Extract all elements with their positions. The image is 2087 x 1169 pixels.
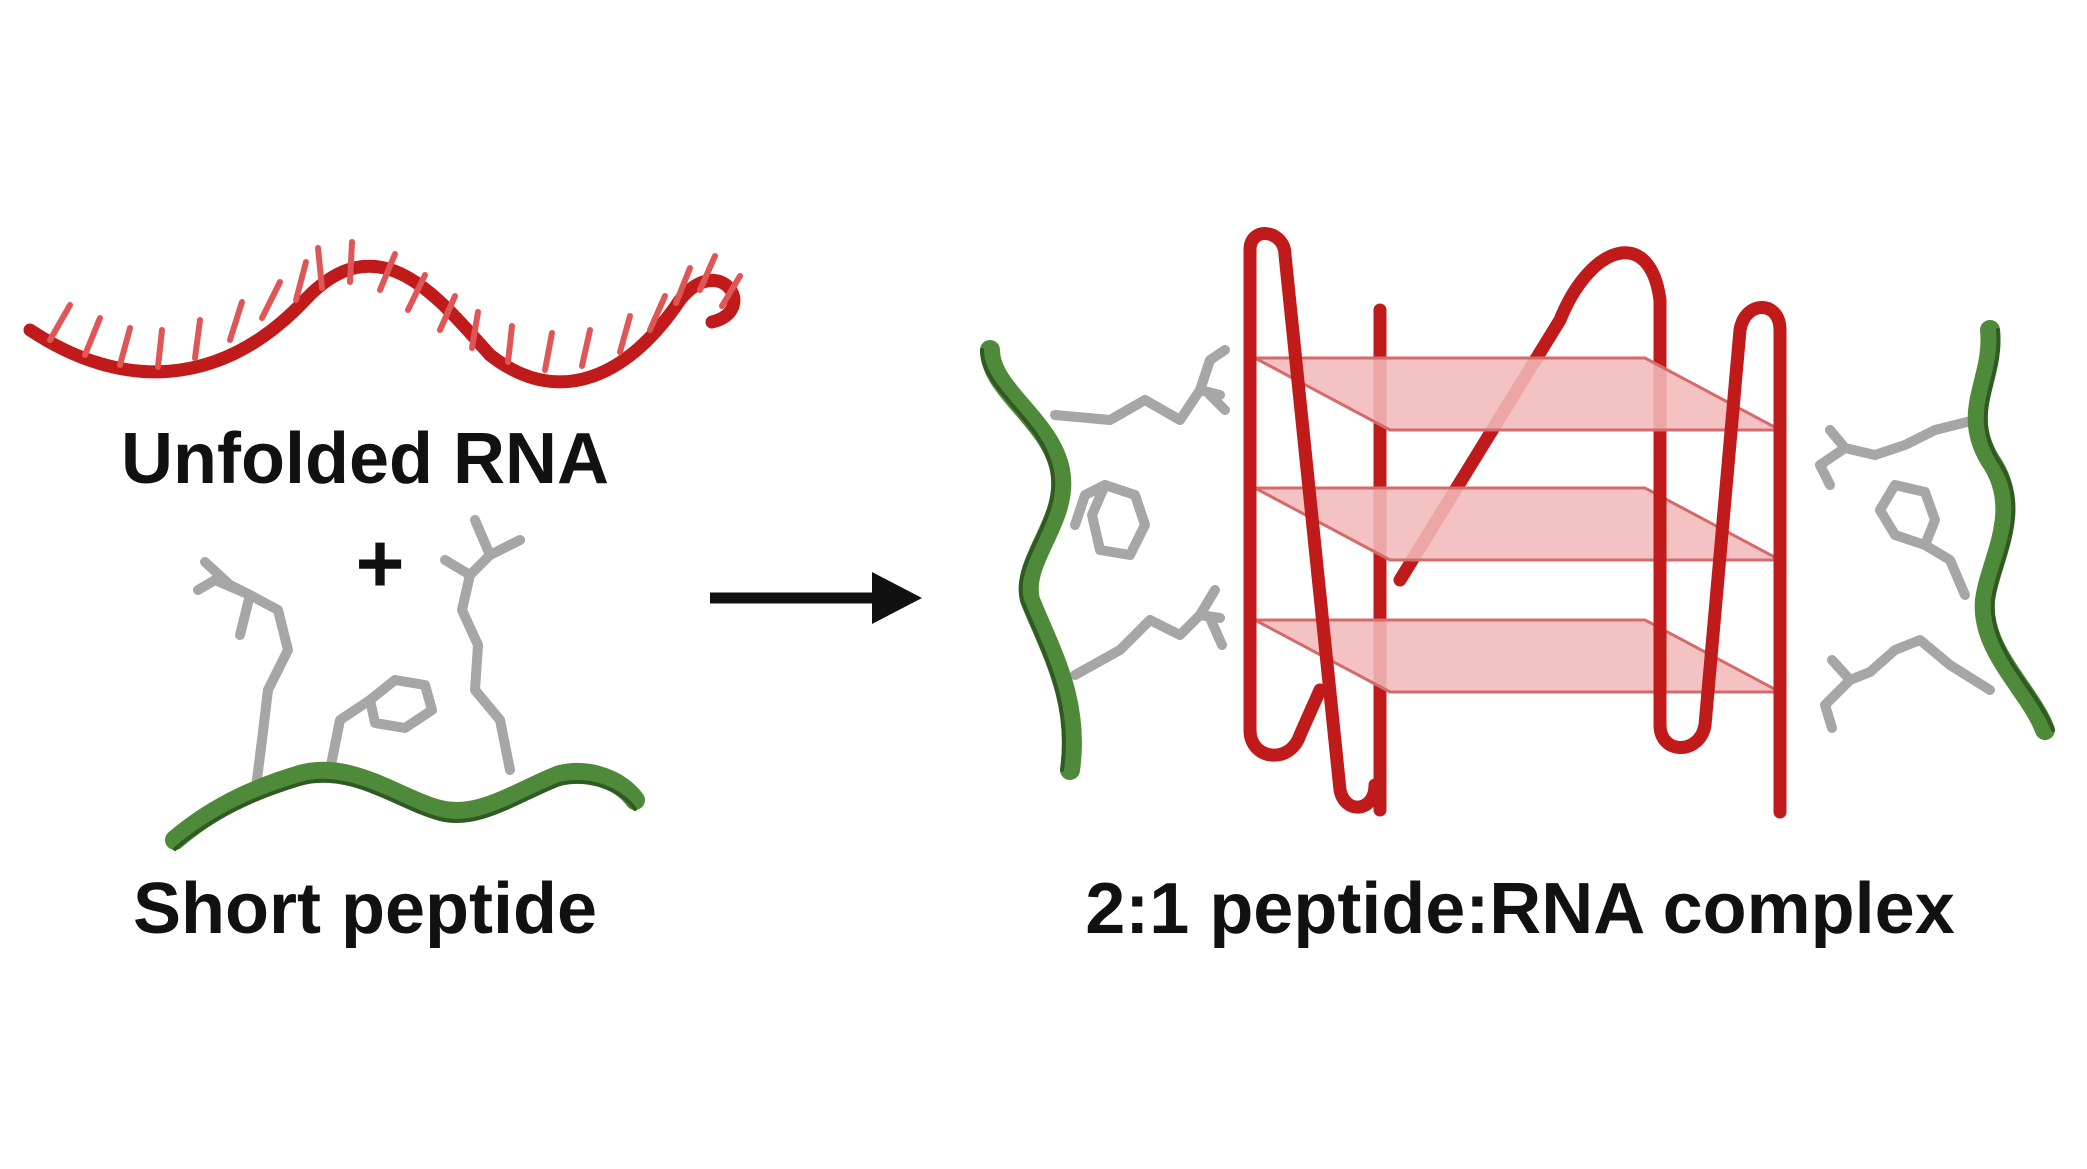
rna-base-ticks [47, 239, 743, 373]
short-peptide-label: Short peptide [133, 869, 597, 949]
bound-peptide-right [1815, 320, 2055, 740]
short-peptide-model [165, 515, 645, 851]
reaction-arrow [710, 572, 922, 624]
bound-peptide-left [980, 340, 1230, 780]
peptide-side-chains [193, 515, 525, 800]
complex-label: 2:1 peptide:RNA complex [1085, 869, 1955, 949]
plus-sign: + [355, 516, 405, 610]
unfolded-rna-label: Unfolded RNA [121, 419, 609, 499]
unfolded-rna-strand [23, 239, 743, 389]
g-quadruplex-rna [1243, 227, 1787, 819]
g-quartet-planes [1254, 356, 1781, 694]
